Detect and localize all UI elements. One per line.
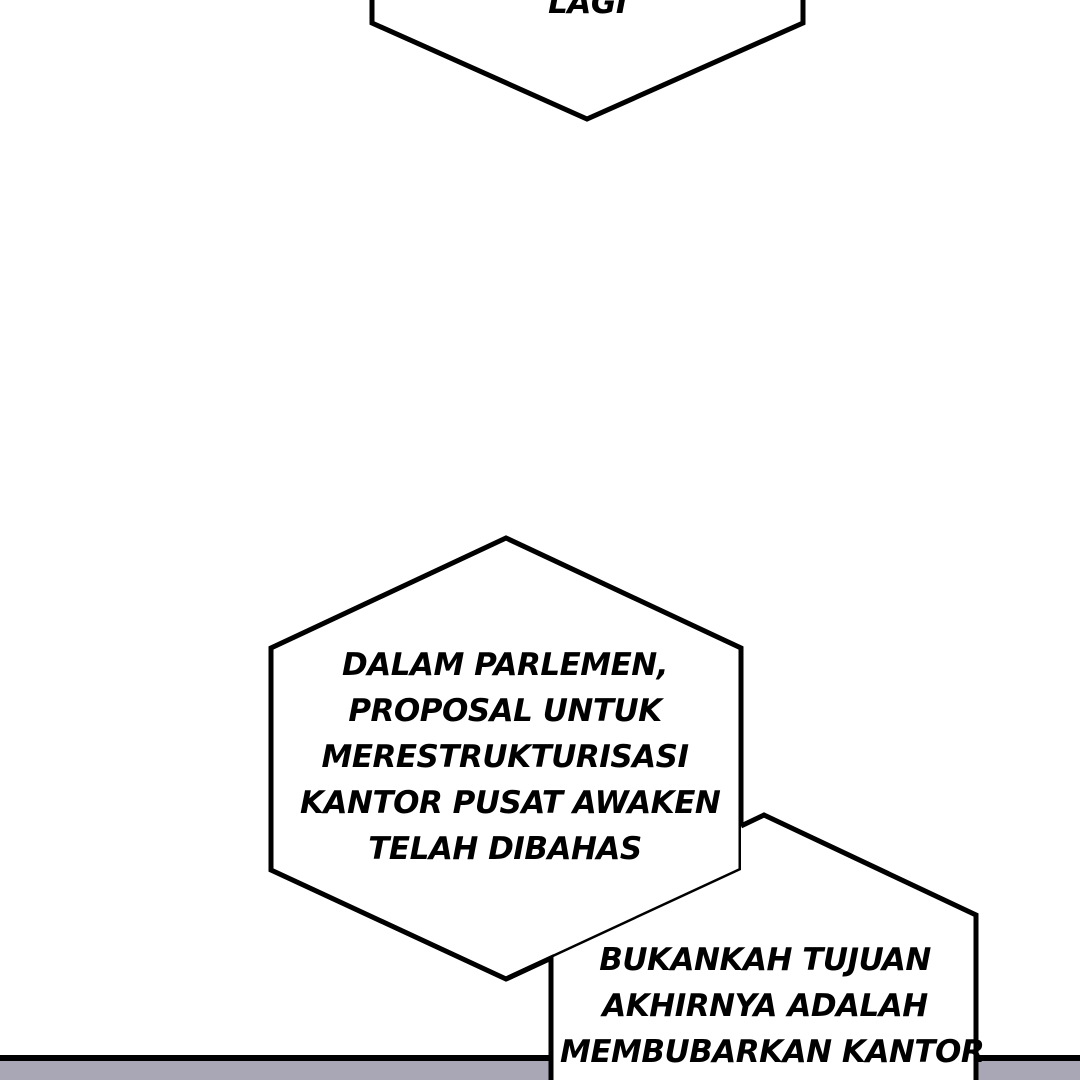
bubble-line: DALAM PARLEMEN,	[341, 647, 669, 683]
bubble-line: LAGI	[548, 0, 627, 21]
bubble-line: BUKANKAH TUJUAN	[599, 942, 931, 978]
bubble-line: TELAH DIBAHAS	[368, 831, 642, 867]
bubble-line: PROPOSAL UNTUK	[348, 693, 662, 729]
bubble-line: KANTOR PUSAT AWAKEN	[300, 785, 721, 821]
speech-bubble-bottom-outline	[739, 812, 979, 1080]
bubble-text-top: LAGI	[520, 0, 655, 26]
bubble-line: MEMBUBARKAN KANTOR	[560, 1034, 985, 1070]
bubble-text-middle: DALAM PARLEMEN, PROPOSAL UNTUK MERESTRUK…	[300, 642, 721, 872]
speech-bubble-top	[369, 0, 806, 122]
bubble-line: MERESTRUKTURISASI	[321, 739, 689, 775]
bubble-text-bottom: BUKANKAH TUJUAN AKHIRNYA ADALAH MEMBUBAR…	[560, 937, 985, 1075]
speech-bubble-bottom-outline-left	[504, 954, 554, 1080]
bubble-line: AKHIRNYA ADALAH	[602, 988, 928, 1024]
speech-bubble-bottom	[506, 815, 976, 1080]
